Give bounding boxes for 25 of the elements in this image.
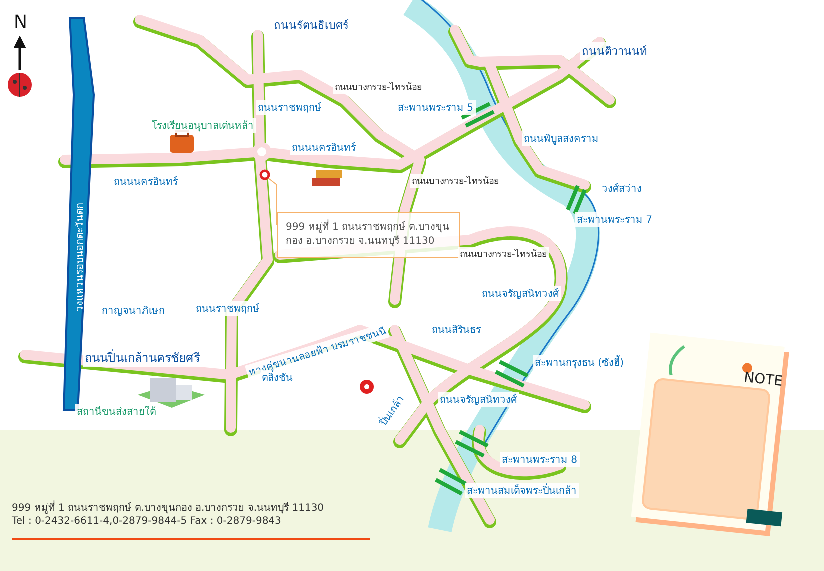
road-label: ถนนติวานนท์ (580, 42, 649, 60)
road-label: ถนนราชพฤกษ์ (256, 100, 324, 115)
address-text: 999 หมู่ที่ 1 ถนนราชพฤกษ์ ต.บางขุนกอง อ.บางกรวย จ.นนทบุรี 11130 (12, 500, 324, 515)
road-label: ถนนจรัญสนิทวงศ์ (480, 286, 561, 301)
road-label: ถนนบางกรวย-ไทรน้อย (410, 174, 502, 188)
school-label: โรงเรียนอนุบาลเด่นหล้า (150, 118, 256, 133)
address-callout: 999 หมู่ที่ 1 ถนนราชพฤกษ์ ต.บางขุนกอง อ.บางกรวย จ.นนทบุรี 11130 (277, 212, 460, 258)
road-label: ถนนปิ่นเกล้านครชัยศรี (83, 348, 202, 367)
note-title: NOTE (743, 370, 784, 390)
bridge-label: สะพานพระราม 5 (396, 100, 476, 115)
road-label: ถนนจรัญสนิทวงศ์ (438, 392, 519, 407)
road-label: กาญจนาภิเษก (100, 303, 167, 318)
bridge-label: สะพานพระราม 7 (575, 212, 655, 227)
bridge-label: สะพานกรุงธน (ซังฮี้) (533, 355, 626, 370)
bridge-label: สะพานพระราม 8 (500, 452, 580, 467)
road-label: วงแหวนรอบนอกตะวันตก (74, 203, 87, 312)
road-label: ถนนพิบูลสงคราม (522, 131, 601, 146)
road-label: ถนนนครอินทร์ (290, 140, 358, 155)
contact-text: Tel : 0-2432-6611-4,0-2879-9844-5 Fax : 0-2879-9843 (12, 516, 282, 527)
leader-line (268, 178, 278, 226)
road-label: ถนนบางกรวย-ไทรน้อย (458, 247, 550, 261)
bridge-label: สะพานสมเด็จพระปิ่นเกล้า (465, 483, 579, 498)
location-marker (260, 170, 270, 180)
road-label: ถนนราชพฤกษ์ (194, 301, 262, 316)
road-label: ถนนบางกรวย-ไทรน้อย (333, 80, 424, 94)
